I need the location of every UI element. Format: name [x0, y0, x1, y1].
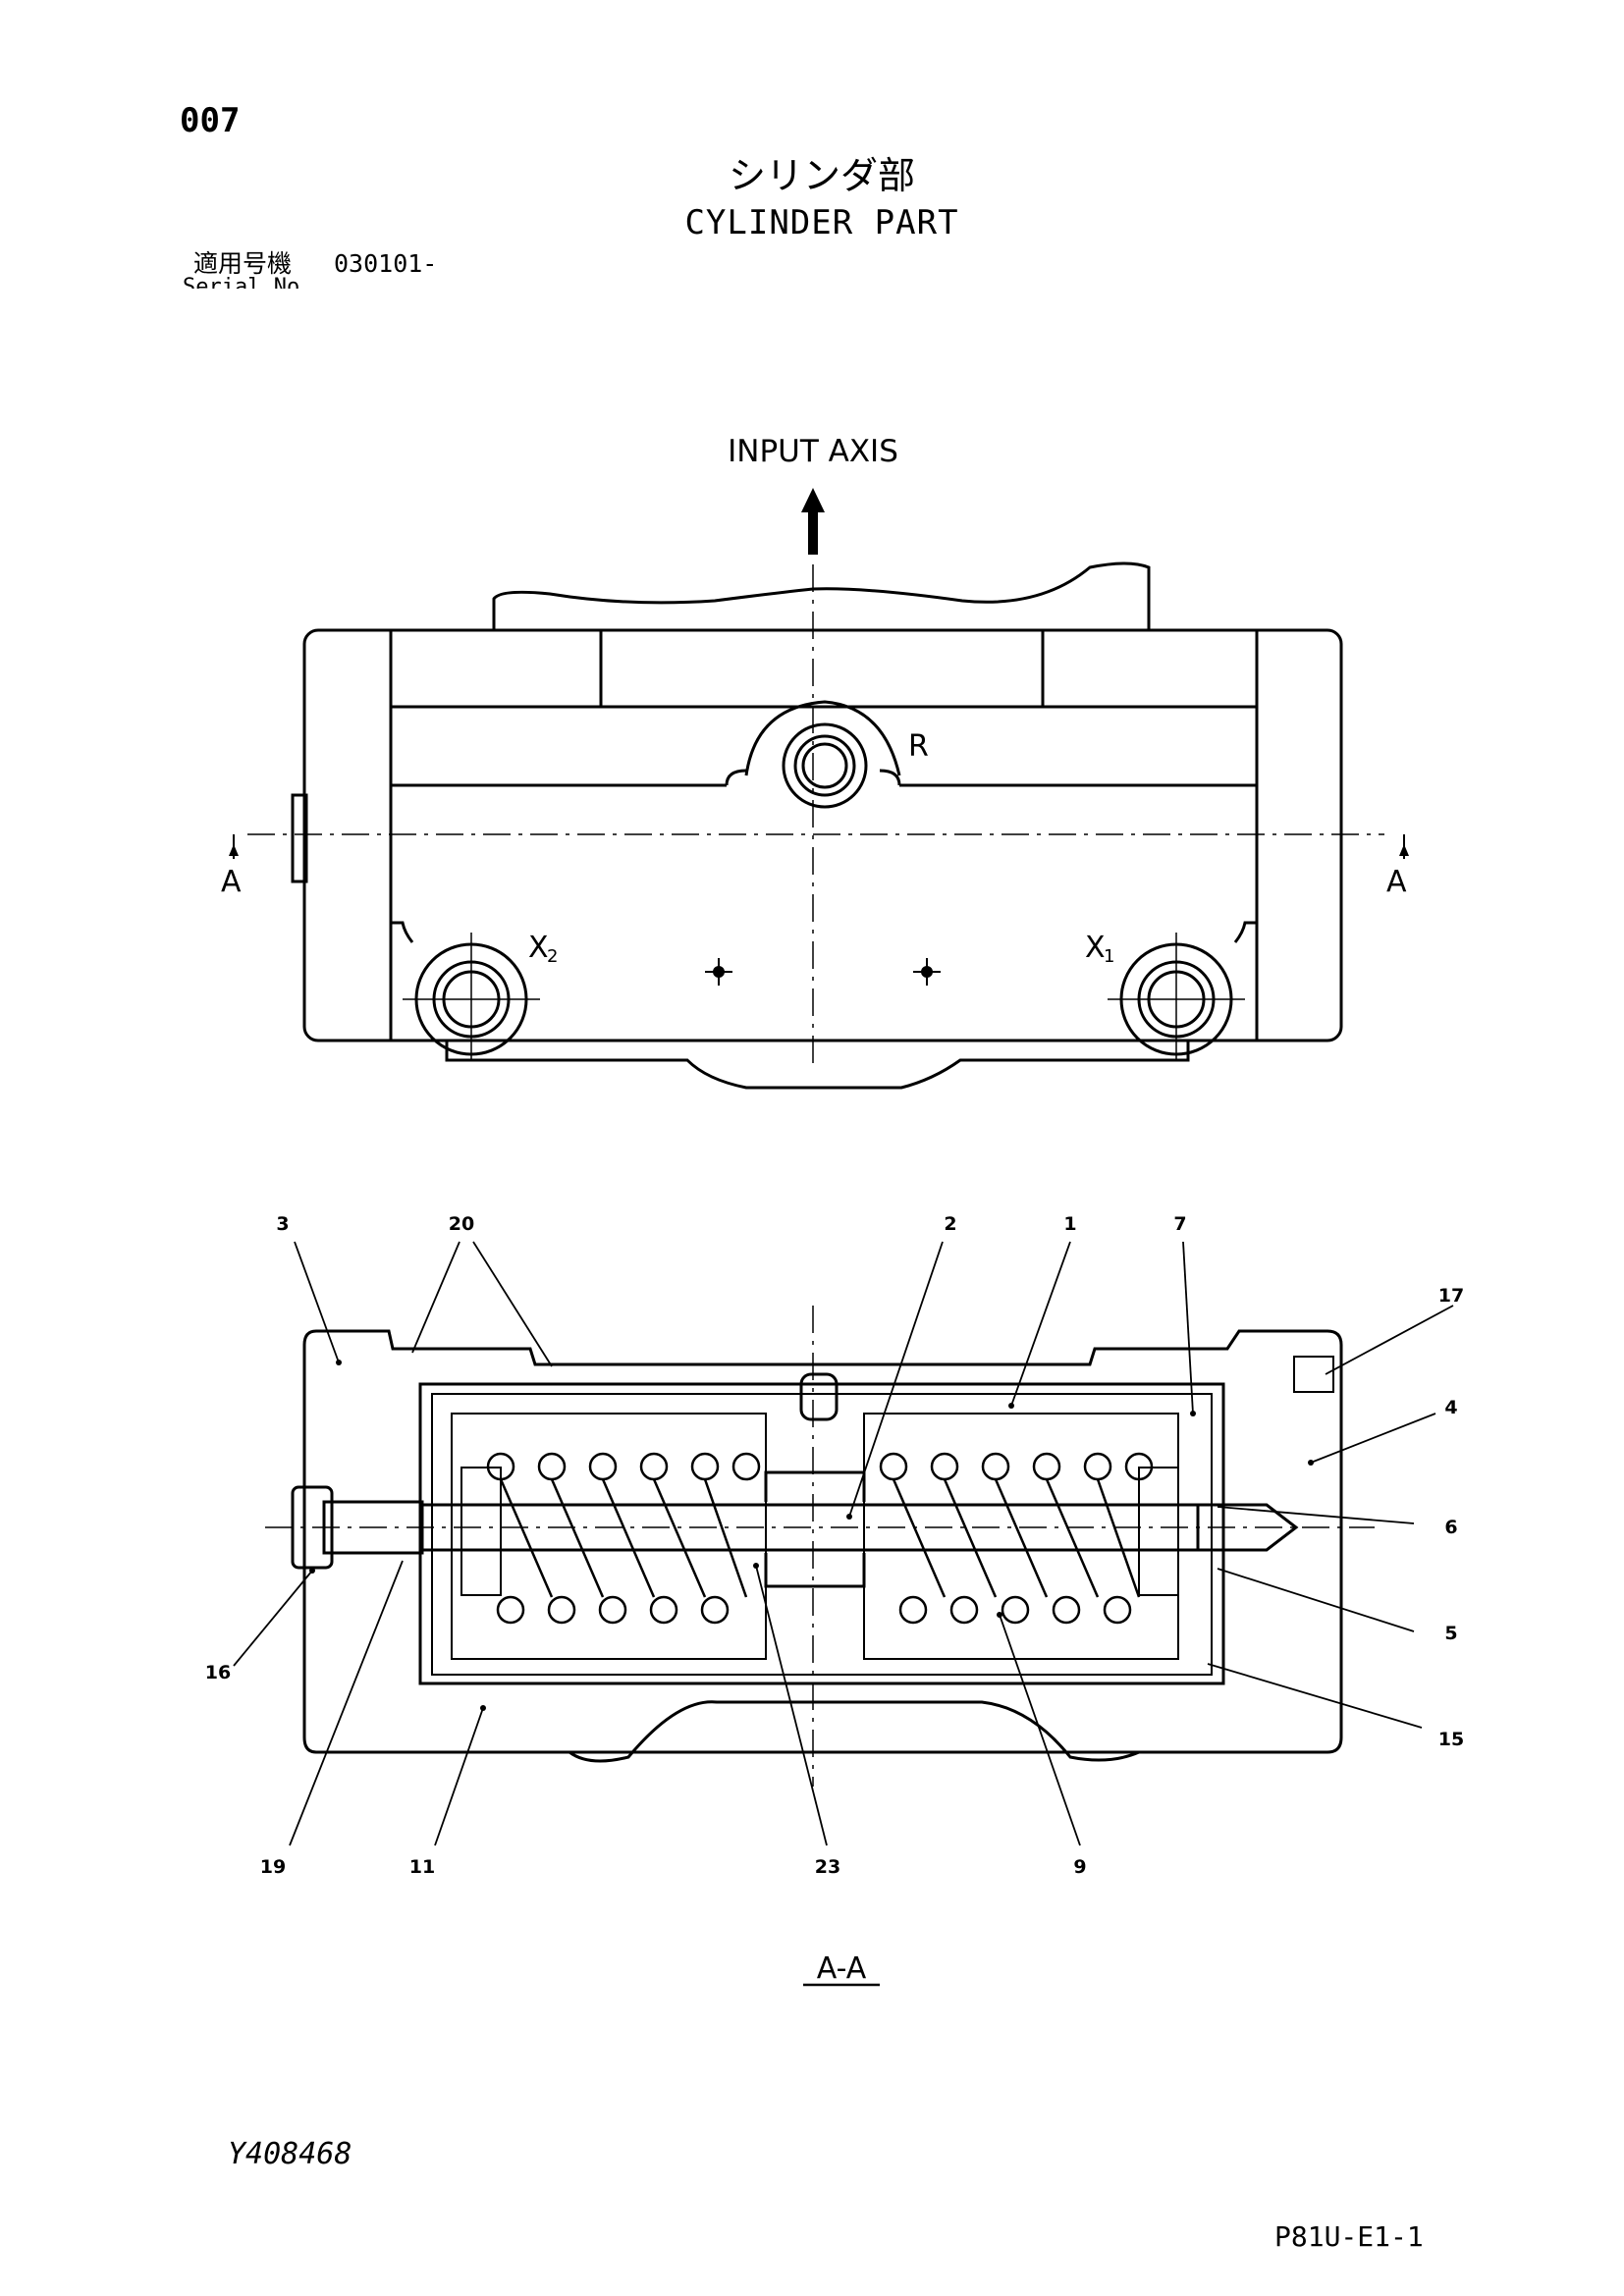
callout-dots: [309, 1360, 1314, 1711]
callout-16: 16: [205, 1662, 231, 1683]
top-view: INPUT AXIS R: [221, 434, 1409, 1090]
input-axis-label: INPUT AXIS: [728, 434, 898, 469]
centerlines-section: [265, 1306, 1375, 1787]
port-x1-subscript: 1: [1104, 946, 1114, 967]
callout-20: 20: [449, 1213, 474, 1235]
section-arrow-right: [1399, 834, 1409, 859]
callout-numbers: 1 2 3 4 5 6 7 9 11 15 16 17 19 20 23: [205, 1213, 1464, 1878]
page-code: 007: [180, 101, 241, 140]
callout-15: 15: [1438, 1729, 1464, 1750]
side-plug: [291, 793, 308, 883]
centerlines-top: [247, 564, 1384, 1070]
section-mark-left: A: [221, 865, 242, 899]
page-reference: P81U-E1-1: [1274, 2220, 1424, 2253]
plug-17: [1293, 1356, 1334, 1393]
mounting-marks: [705, 958, 941, 986]
callout-4: 4: [1444, 1397, 1457, 1418]
housing-outline: [302, 628, 1343, 1042]
plug: [799, 1372, 839, 1421]
section-arrow-left: [229, 834, 239, 859]
title-japanese: シリンダ部: [728, 154, 915, 197]
drawing-id: Y408468: [228, 2137, 352, 2171]
port-x1: [1108, 933, 1245, 1060]
callout-7: 7: [1173, 1213, 1186, 1235]
port-x1-label: X: [1085, 931, 1106, 965]
spring-right: [879, 1452, 1154, 1625]
cylinder-sleeve: [418, 1382, 1225, 1685]
callout-23: 23: [815, 1856, 840, 1878]
section-caption: A-A: [817, 1951, 867, 1986]
callout-11: 11: [409, 1856, 435, 1878]
callout-3: 3: [276, 1213, 289, 1235]
callout-17: 17: [1438, 1285, 1464, 1307]
section-mark-right: A: [1386, 865, 1407, 899]
port-r: [744, 700, 901, 809]
port-x2: [403, 933, 540, 1060]
serial-value: 030101-: [334, 249, 438, 278]
section-view: 1 2 3 4 5 6 7 9 11 15 16 17 19 20 23 A-A: [205, 1213, 1464, 1987]
callout-9: 9: [1073, 1856, 1086, 1878]
port-r-label: R: [908, 729, 929, 764]
callout-1: 1: [1063, 1213, 1076, 1235]
spring-left: [486, 1452, 761, 1625]
title-english: CYLINDER PART: [684, 203, 959, 242]
port-x2-label: X: [528, 931, 549, 965]
serial-label: 適用号機: [193, 249, 293, 278]
serial-label-english: Serial No.: [183, 277, 312, 289]
input-axis-arrow: [801, 488, 825, 555]
port-x2-subscript: 2: [547, 946, 558, 967]
callout-6: 6: [1444, 1517, 1457, 1538]
callout-5: 5: [1444, 1623, 1457, 1644]
callout-19: 19: [260, 1856, 286, 1878]
callout-2: 2: [944, 1213, 956, 1235]
callout-leaders: [233, 1241, 1454, 1846]
casing-outline: [302, 1329, 1343, 1754]
